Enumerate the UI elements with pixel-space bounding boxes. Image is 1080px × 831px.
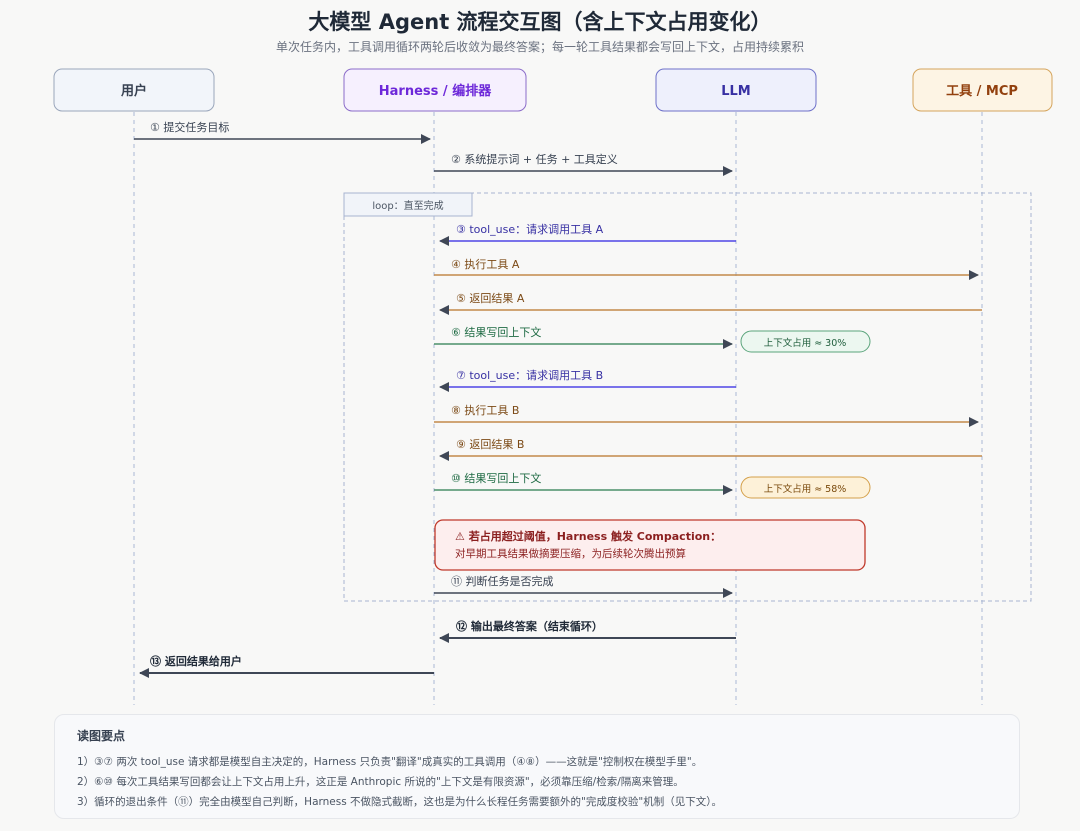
participant-label-tool: 工具 / MCP bbox=[946, 84, 1018, 99]
msg-label-11: ⑪ 判断任务是否完成 bbox=[451, 574, 554, 588]
note-line-1: 1）③⑦ 两次 tool_use 请求都是模型自主决定的，Harness 只负责… bbox=[77, 756, 703, 768]
loop-label: loop：直至完成 bbox=[372, 199, 443, 212]
msg-label-2: ② 系统提示词 + 任务 + 工具定义 bbox=[451, 152, 618, 166]
msg-label-8: ⑧ 执行工具 B bbox=[451, 403, 519, 417]
participant-label-user: 用户 bbox=[120, 83, 147, 99]
context-badge-58: 上下文占用 ≈ 58% bbox=[740, 476, 871, 499]
compaction-alert-title: ⚠ 若占用超过阈值，Harness 触发 Compaction： bbox=[455, 529, 721, 543]
participant-label-llm: LLM bbox=[721, 84, 751, 99]
notes-title: 读图要点 bbox=[77, 729, 126, 743]
msg-label-5: ⑤ 返回结果 A bbox=[456, 292, 525, 305]
note-line-2: 2）⑥⑩ 每次工具结果写回都会让上下文占用上升，这正是 Anthropic 所说… bbox=[77, 776, 684, 788]
msg-label-9: ⑨ 返回结果 B bbox=[456, 438, 524, 451]
msg-label-6: ⑥ 结果写回上下文 bbox=[451, 325, 541, 339]
participant-label-harness: Harness / 编排器 bbox=[379, 83, 492, 99]
context-badge-label-58: 上下文占用 ≈ 58% bbox=[764, 483, 847, 495]
participant-user: 用户 bbox=[53, 68, 215, 112]
context-badge-label-30: 上下文占用 ≈ 30% bbox=[764, 337, 847, 349]
compaction-alert: ⚠ 若占用超过阈值，Harness 触发 Compaction： 对早期工具结果… bbox=[434, 519, 866, 571]
participant-tool: 工具 / MCP bbox=[912, 68, 1053, 112]
note-line-3: 3）循环的退出条件（⑪）完全由模型自己判断，Harness 不做隐式截断，这也是… bbox=[77, 796, 722, 808]
loop-label-box: loop：直至完成 bbox=[343, 192, 473, 217]
msg-label-12: ⑫ 输出最终答案（结束循环） bbox=[456, 619, 603, 633]
compaction-alert-body: 对早期工具结果做摘要压缩，为后续轮次腾出预算 bbox=[455, 547, 686, 560]
page-title: 大模型 Agent 流程交互图（含上下文占用变化） bbox=[308, 10, 772, 34]
page-subtitle: 单次任务内，工具调用循环两轮后收敛为最终答案；每一轮工具结果都会写回上下文，占用… bbox=[275, 40, 804, 54]
msg-label-1: ① 提交任务目标 bbox=[150, 120, 229, 134]
msg-label-4: ④ 执行工具 A bbox=[451, 257, 520, 271]
participant-llm: LLM bbox=[655, 68, 817, 112]
msg-label-7: ⑦ tool_use：请求调用工具 B bbox=[456, 369, 603, 382]
msg-label-10: ⑩ 结果写回上下文 bbox=[451, 471, 541, 485]
participant-harness: Harness / 编排器 bbox=[343, 68, 527, 112]
reading-notes-panel: 读图要点 1）③⑦ 两次 tool_use 请求都是模型自主决定的，Harnes… bbox=[54, 714, 1020, 819]
msg-label-3: ③ tool_use：请求调用工具 A bbox=[456, 223, 604, 236]
loop-frame bbox=[343, 192, 1032, 602]
msg-label-13: ⑬ 返回结果给用户 bbox=[150, 654, 242, 668]
context-badge-30: 上下文占用 ≈ 30% bbox=[740, 330, 871, 353]
